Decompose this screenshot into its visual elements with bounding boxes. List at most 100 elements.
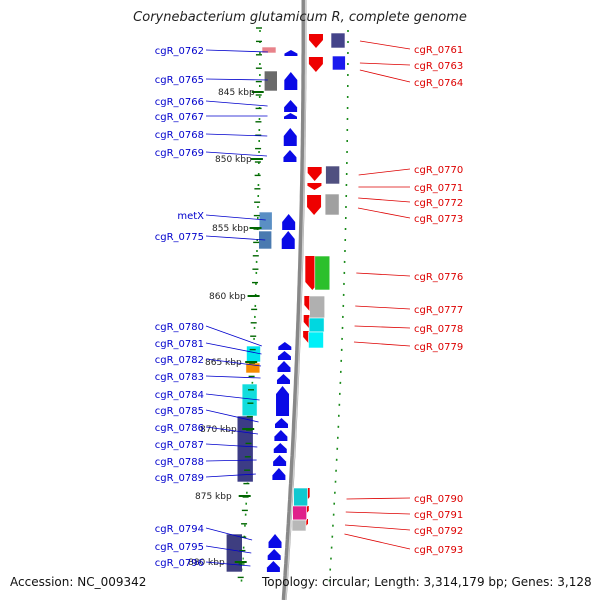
cog-box xyxy=(258,211,273,231)
summary-text: Topology: circular; Length: 3,314,179 bp… xyxy=(262,575,592,589)
forward-gene-label: cgR_0762 xyxy=(155,46,204,57)
forward-gene-arrow xyxy=(277,351,291,360)
forward-gene-arrow xyxy=(273,443,287,453)
reverse-gene-label: cgR_0793 xyxy=(414,545,463,556)
reverse-leader-line xyxy=(345,511,411,515)
reverse-gene-label: cgR_0761 xyxy=(414,45,463,56)
forward-leader-line xyxy=(205,375,261,379)
forward-gene-arrow xyxy=(274,418,288,428)
forward-leader-line xyxy=(205,49,268,53)
reverse-leader-line xyxy=(356,272,411,277)
forward-leader-line xyxy=(205,133,268,137)
reverse-gene-label: cgR_0763 xyxy=(414,61,463,72)
forward-gene-label: cgR_0766 xyxy=(155,97,204,108)
cog-box xyxy=(292,505,308,521)
accession-text: Accession: NC_009342 xyxy=(10,575,147,589)
forward-gene-arrow xyxy=(278,342,292,350)
forward-gene-label: cgR_0788 xyxy=(155,457,204,468)
reverse-gene-arrow xyxy=(307,183,322,190)
forward-gene-arrow xyxy=(274,430,288,441)
forward-leader-line xyxy=(205,426,259,435)
forward-gene-label: cgR_0796 xyxy=(155,558,204,569)
cog-boxes xyxy=(226,32,346,573)
scale-label: 875 kbp xyxy=(195,492,232,502)
forward-gene-label: cgR_0785 xyxy=(155,406,204,417)
forward-gene-label: cgR_0782 xyxy=(155,355,204,366)
forward-gene-arrow xyxy=(281,231,295,249)
reverse-gene-label: cgR_0792 xyxy=(414,526,463,537)
forward-gene-arrow xyxy=(276,374,290,384)
forward-leader-line xyxy=(205,214,266,221)
forward-gene-arrow xyxy=(266,561,280,572)
forward-gene-label: cgR_0794 xyxy=(155,524,204,535)
forward-leader-line xyxy=(205,342,262,355)
forward-leader-line xyxy=(205,473,256,478)
reverse-leader-line xyxy=(344,533,411,550)
forward-leader-line xyxy=(205,409,259,423)
forward-gene-arrow xyxy=(272,468,286,480)
scale-label: 850 kbp xyxy=(215,155,252,165)
forward-leader-line xyxy=(205,78,268,81)
forward-gene-label: cgR_0787 xyxy=(155,440,204,451)
forward-gene-label: cgR_0768 xyxy=(155,130,204,141)
forward-leader-line xyxy=(205,545,252,554)
forward-gene-arrow xyxy=(276,386,290,416)
reverse-gene-label: cgR_0771 xyxy=(414,183,463,194)
reverse-leader-line xyxy=(358,197,411,203)
reverse-gene-label: cgR_0770 xyxy=(414,165,463,176)
reverse-gene-label: cgR_0773 xyxy=(414,214,463,225)
cog-box xyxy=(332,55,346,71)
forward-gene-label: cgR_0765 xyxy=(155,75,204,86)
forward-gene-arrow xyxy=(284,100,298,112)
forward-gene-label: cgR_0780 xyxy=(155,322,204,333)
reverse-gene-arrow xyxy=(307,195,322,215)
cog-box xyxy=(263,70,278,92)
cog-box xyxy=(291,519,307,532)
forward-gene-label: cgR_0769 xyxy=(155,148,204,159)
forward-leader-line xyxy=(205,459,257,462)
forward-gene-arrow xyxy=(273,455,287,466)
reverse-gene-label: cgR_0764 xyxy=(414,78,463,89)
reverse-leader-line xyxy=(346,497,411,500)
scale-label: 880 kbp xyxy=(188,558,225,568)
forward-leader-line xyxy=(205,325,262,347)
cog-box xyxy=(308,317,325,333)
forward-leader-line xyxy=(205,235,266,241)
cog-box xyxy=(314,255,331,291)
reverse-leader-line xyxy=(357,207,411,219)
reverse-gene-arrow xyxy=(308,57,323,72)
reverse-leader-line xyxy=(359,62,411,66)
cog-box xyxy=(241,383,258,417)
forward-gene-arrow xyxy=(283,150,297,162)
forward-gene-label: cgR_0786 xyxy=(155,423,204,434)
reverse-leader-line xyxy=(359,69,411,83)
reverse-gene-label: cgR_0776 xyxy=(414,272,463,283)
reverse-gene-arrow xyxy=(307,167,322,181)
cog-box xyxy=(261,46,277,54)
reverse-gene-label: cgR_0779 xyxy=(414,342,463,353)
cog-box xyxy=(324,193,340,216)
reverse-gene-label: cgR_0790 xyxy=(414,494,463,505)
forward-gene-label: cgR_0783 xyxy=(155,372,204,383)
forward-leader-line xyxy=(205,561,251,567)
forward-leader-line xyxy=(205,100,268,107)
forward-gene-label: cgR_0784 xyxy=(155,390,204,401)
scale-label: 860 kbp xyxy=(209,292,246,302)
forward-gene-arrow xyxy=(284,50,298,56)
cog-box xyxy=(308,331,324,349)
scale-label: 870 kbp xyxy=(200,425,237,435)
reverse-leader-line xyxy=(354,325,411,329)
forward-gene-arrow xyxy=(268,534,282,548)
cog-box xyxy=(293,487,308,507)
reverse-gene-label: cgR_0791 xyxy=(414,510,463,521)
reverse-gene-label: cgR_0778 xyxy=(414,324,463,335)
gene-labels: cgR_0762cgR_0765cgR_0766cgR_0767cgR_0768… xyxy=(155,40,463,569)
cog-box xyxy=(325,165,340,185)
forward-leader-line xyxy=(205,443,258,448)
forward-gene-label: cgR_0795 xyxy=(155,542,204,553)
scale-label: 855 kbp xyxy=(212,224,249,234)
scale-label: 845 kbp xyxy=(218,88,255,98)
reverse-leader-line xyxy=(355,305,411,310)
cog-box xyxy=(246,345,261,363)
